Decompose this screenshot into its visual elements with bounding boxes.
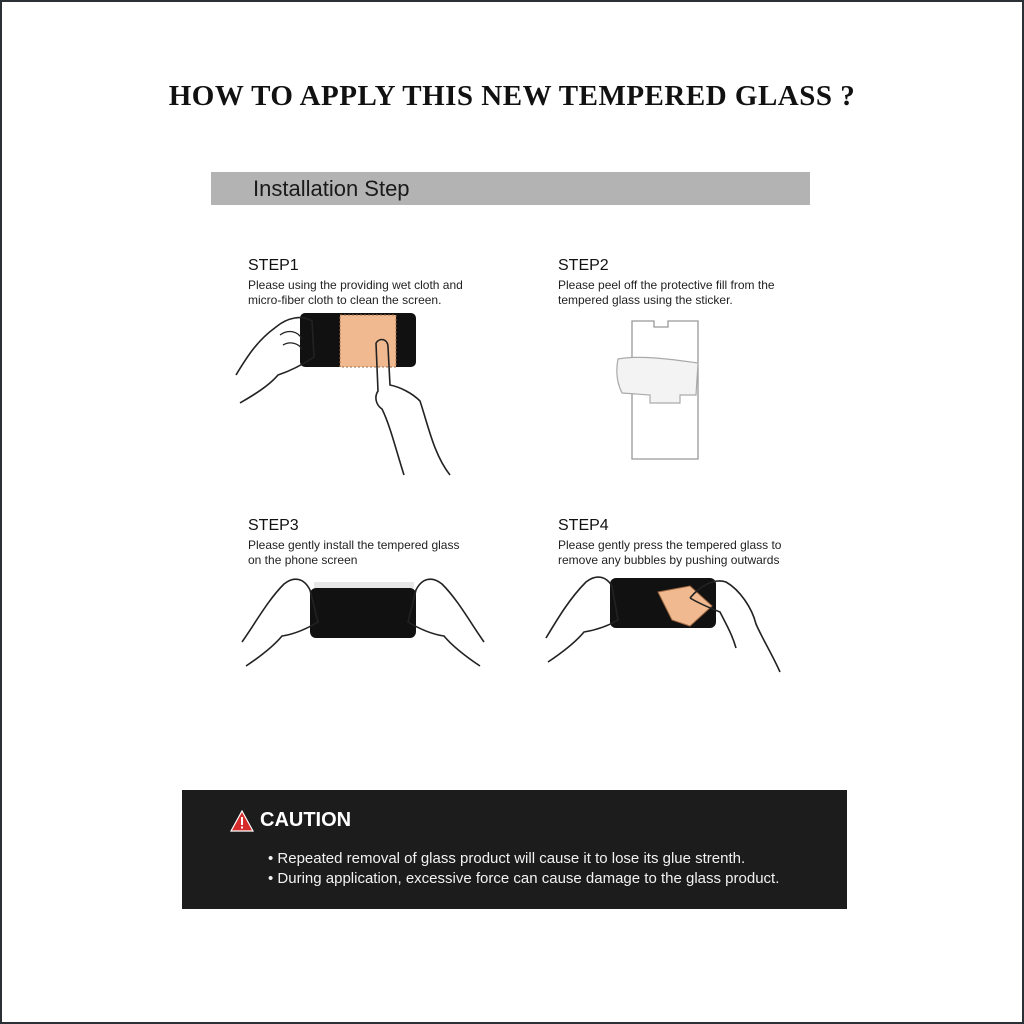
glass-panel-icon: [314, 582, 414, 588]
caution-list: • Repeated removal of glass product will…: [268, 849, 779, 889]
left-hand-icon: [545, 576, 619, 663]
left-hand-icon: [241, 578, 319, 667]
step-4: STEP4 Please gently press the tempered g…: [558, 517, 838, 568]
step-1: STEP1 Please using the providing wet clo…: [248, 257, 528, 308]
pressing-hand-icon: [689, 580, 781, 673]
right-hand-icon: [407, 578, 485, 667]
step-4-illustration: [545, 576, 781, 673]
step-3-illustration: [241, 578, 485, 667]
step-2-description: Please peel off the protective fill from…: [558, 278, 775, 307]
pointing-hand-icon: [375, 338, 451, 476]
tempered-glass-icon: [631, 320, 699, 460]
warning-triangle-icon: [230, 809, 254, 832]
caution-item: • During application, excessive force ca…: [268, 870, 780, 887]
caution-box: CAUTION • Repeated removal of glass prod…: [182, 790, 847, 909]
step-4-description: Please gently press the tempered glass t…: [558, 538, 782, 567]
step-3-title: STEP3: [248, 517, 299, 534]
step-4-title: STEP4: [558, 517, 609, 534]
step-1-illustration: [235, 313, 451, 476]
step-1-description: Please using the providing wet cloth and…: [248, 278, 463, 307]
phone-icon: [310, 588, 416, 638]
page-title: HOW TO APPLY THIS NEW TEMPERED GLASS ?: [168, 80, 856, 112]
installation-step-header: Installation Step: [211, 172, 810, 205]
caution-item: • Repeated removal of glass product will…: [268, 850, 746, 867]
cleaning-cloth-icon: [339, 314, 397, 368]
step-3-description: Please gently install the tempered glass…: [248, 538, 460, 567]
step-1-title: STEP1: [248, 257, 299, 274]
installation-step-label: Installation Step: [253, 176, 410, 201]
step-3: STEP3 Please gently install the tempered…: [248, 517, 528, 568]
caution-header: CAUTION: [230, 809, 351, 832]
step-2-title: STEP2: [558, 257, 609, 274]
caution-title: CAUTION: [260, 809, 352, 831]
left-hand-icon: [235, 316, 315, 404]
step-2: STEP2 Please peel off the protective fil…: [558, 257, 838, 308]
protective-film-icon: [616, 356, 699, 404]
cleaning-cloth-icon: [657, 585, 713, 627]
step-2-illustration: [616, 320, 699, 460]
